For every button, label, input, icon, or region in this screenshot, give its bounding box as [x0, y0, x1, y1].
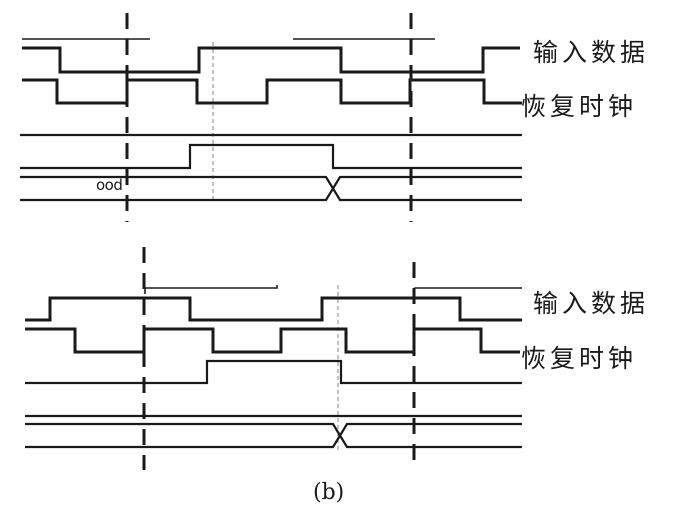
- recovered-clock-waveform: [22, 78, 522, 105]
- input-data-label-bottom: 输入数据: [533, 289, 650, 318]
- bus-value-text: ood: [96, 176, 123, 194]
- input-data-label: 输入数据: [533, 38, 650, 67]
- recovered-clock-label-bottom: 恢复时钟: [521, 344, 638, 373]
- recovered-clock-label: 恢复时钟: [521, 92, 638, 121]
- input-data-waveform: [22, 46, 520, 74]
- top-panel: [20, 13, 522, 222]
- input-data-window-4: [412, 287, 522, 294]
- latched-signal-waveform: [20, 143, 522, 170]
- input-data-waveform-bottom: [25, 296, 522, 322]
- recovered-clock-waveform-bottom: [25, 327, 520, 354]
- bottom-panel: [25, 247, 522, 470]
- data-bus-bottom: [20, 175, 522, 202]
- input-data-window-3: [144, 285, 278, 294]
- data-bus-bottom-bottom: [25, 422, 522, 449]
- figure-caption: (b): [313, 480, 345, 505]
- latched-signal-waveform-bottom: [25, 359, 522, 385]
- data-bus-top-bottom: [25, 422, 522, 449]
